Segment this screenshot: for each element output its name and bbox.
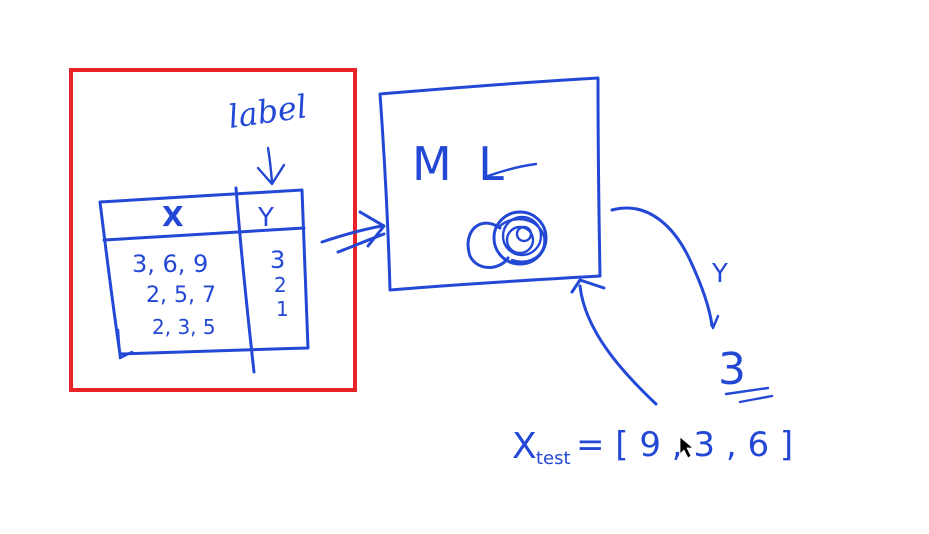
prediction-underline	[724, 386, 774, 404]
table-header-target: Y	[257, 203, 274, 233]
label-annotation: label	[226, 87, 309, 136]
output-label: Y	[711, 259, 728, 289]
cursor-icon	[679, 436, 695, 459]
test-input-x: X	[512, 426, 537, 467]
table-row-3-target: 1	[276, 297, 289, 321]
table-header-features: X	[162, 200, 184, 233]
training-arrow	[320, 210, 386, 254]
ml-model-box	[378, 76, 602, 292]
table-row-3-features: 2, 3, 5	[152, 315, 216, 339]
training-table	[98, 186, 310, 374]
test-input-arrow	[570, 278, 658, 406]
test-input-subscript: test	[536, 448, 571, 469]
ml-model-title: M L	[412, 137, 510, 191]
table-row-1-target: 3	[270, 246, 285, 274]
highlight-box	[69, 68, 357, 392]
label-arrow	[256, 146, 286, 186]
ml-title-underline	[486, 162, 538, 178]
table-row-2-target: 2	[274, 273, 287, 297]
table-row-2-features: 2, 5, 7	[146, 283, 216, 308]
scribble-circle-icon	[466, 210, 548, 269]
table-row-1-features: 3, 6, 9	[132, 250, 208, 278]
output-arrow	[610, 206, 720, 330]
prediction-value: 3	[718, 344, 746, 395]
